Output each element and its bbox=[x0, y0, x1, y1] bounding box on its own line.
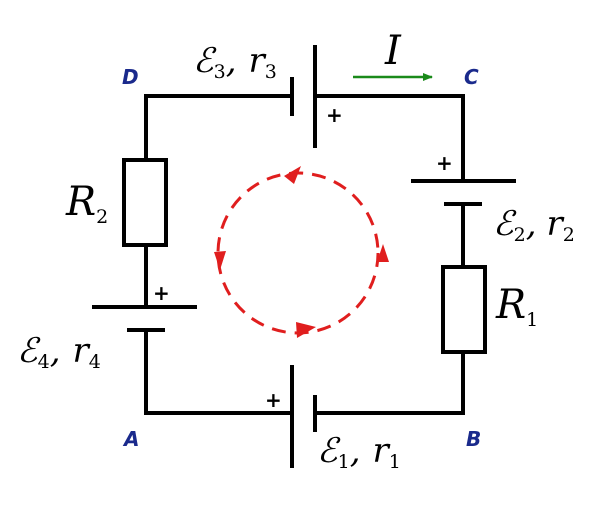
loop-direction bbox=[214, 166, 389, 338]
loop-arrow-right-icon bbox=[377, 244, 389, 262]
node-label-d: D bbox=[122, 65, 139, 89]
node-label-a: A bbox=[122, 427, 139, 451]
label-e2: ℰ2,r2 bbox=[493, 204, 575, 246]
current-label: I bbox=[384, 28, 402, 74]
resistor-r2 bbox=[122, 158, 168, 247]
label-e4: ℰ4,r4 bbox=[17, 331, 101, 373]
node-label-c: C bbox=[464, 65, 479, 89]
resistor-r1 bbox=[441, 265, 487, 354]
label-e1: ℰ1,r1 bbox=[317, 431, 401, 473]
wire-bottom-left bbox=[144, 328, 294, 415]
plus-e4: + bbox=[153, 281, 170, 305]
label-r2: R2 bbox=[65, 179, 108, 228]
loop-arrow-left-icon bbox=[214, 251, 226, 270]
battery-e3 bbox=[290, 45, 317, 148]
loop-arrow-top-icon bbox=[284, 166, 301, 184]
battery-e4 bbox=[92, 305, 197, 332]
battery-e1 bbox=[290, 365, 317, 468]
label-e3: ℰ3,r3 bbox=[193, 41, 277, 83]
plus-e1: + bbox=[265, 388, 282, 412]
node-label-b: B bbox=[466, 427, 481, 451]
plus-e2: + bbox=[436, 151, 453, 175]
battery-e2 bbox=[411, 179, 516, 206]
loop-circle bbox=[216, 171, 380, 335]
label-r1: R1 bbox=[495, 282, 538, 331]
wires bbox=[144, 94, 465, 415]
wire-top-left bbox=[144, 94, 294, 162]
plus-e3: + bbox=[326, 103, 343, 127]
loop-arrow-bottom-icon bbox=[296, 322, 316, 338]
